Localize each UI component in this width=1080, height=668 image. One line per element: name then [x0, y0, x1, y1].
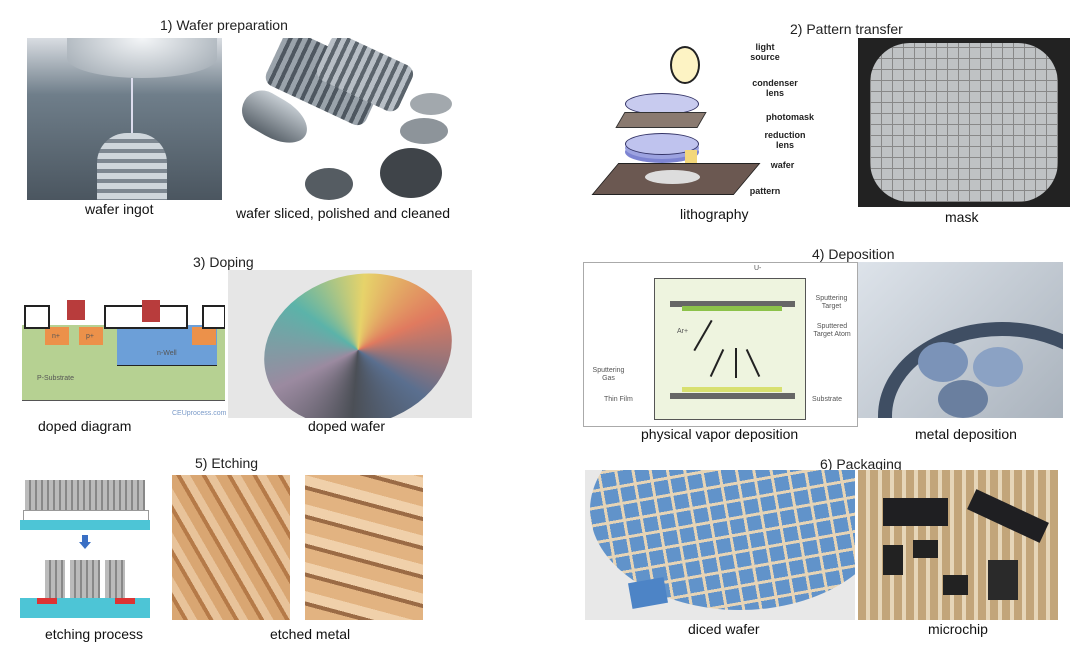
section-title-pattern-transfer: 2) Pattern transfer: [790, 21, 903, 37]
caption-doped-wafer: doped wafer: [308, 418, 386, 434]
label-p-plus: p+: [86, 333, 94, 340]
label-condenser-lens: condenser lens: [752, 78, 798, 98]
caption-mask: mask: [945, 209, 979, 225]
label-wafer: wafer: [770, 160, 795, 170]
label-reduction-lens: reduction lens: [764, 130, 806, 150]
lithography-diagram: light source condenser lens photomask re…: [585, 38, 850, 205]
microchip-image: [858, 470, 1058, 620]
pvd-diagram: U- Sputtering Target Ar+ Sputtered Targe…: [583, 262, 858, 427]
diced-wafer-image: [585, 470, 855, 620]
section-title-wafer-preparation: 1) Wafer preparation: [160, 17, 288, 33]
caption-wafer-sliced: wafer sliced, polished and cleaned: [236, 205, 451, 221]
metal-deposition-image: [858, 262, 1063, 418]
label-argon: Ar+: [677, 328, 689, 335]
wafer-ingot-image: [27, 38, 222, 200]
caption-metal-deposition: metal deposition: [915, 426, 1017, 442]
section-title-etching: 5) Etching: [195, 455, 259, 471]
caption-etching-process: etching process: [45, 626, 144, 642]
etching-process-diagram: [15, 475, 155, 625]
wafer-sliced-image: [230, 38, 480, 200]
label-substrate: Substrate: [812, 396, 842, 403]
caption-pvd: physical vapor deposition: [641, 426, 799, 442]
doped-wafer-image: [228, 270, 472, 418]
etched-metal-image-2: [305, 475, 423, 620]
caption-etched-metal: etched metal: [270, 626, 351, 642]
label-sputtering-target: Sputtering Target: [815, 295, 848, 310]
section-title-deposition: 4) Deposition: [812, 246, 895, 262]
caption-wafer-ingot: wafer ingot: [85, 201, 154, 217]
label-thin-film: Thin Film: [604, 396, 633, 403]
label-n-well: n-Well: [157, 350, 177, 357]
label-sputtering-gas: Sputtering Gas: [592, 367, 625, 382]
caption-doped-diagram: doped diagram: [38, 418, 132, 434]
doped-diagram: n-Well P-Substrate n+ p+: [22, 295, 225, 403]
label-p-substrate: P-Substrate: [37, 375, 74, 382]
label-pattern: pattern: [749, 186, 781, 196]
caption-microchip: microchip: [928, 621, 988, 637]
mask-image: [858, 38, 1070, 207]
section-title-packaging: 6) Packaging: [820, 456, 902, 472]
caption-lithography: lithography: [680, 206, 749, 222]
watermark: CEUprocess.com: [172, 410, 227, 417]
label-photomask: photomask: [765, 112, 814, 122]
section-title-doping: 3) Doping: [193, 254, 254, 270]
label-light-source: light source: [750, 42, 780, 62]
caption-diced-wafer: diced wafer: [688, 621, 760, 637]
etched-metal-image-1: [172, 475, 290, 620]
label-voltage: U-: [754, 265, 762, 272]
label-sputtered-atom: Sputtered Target Atom: [813, 323, 851, 338]
label-n-plus: n+: [52, 333, 60, 340]
